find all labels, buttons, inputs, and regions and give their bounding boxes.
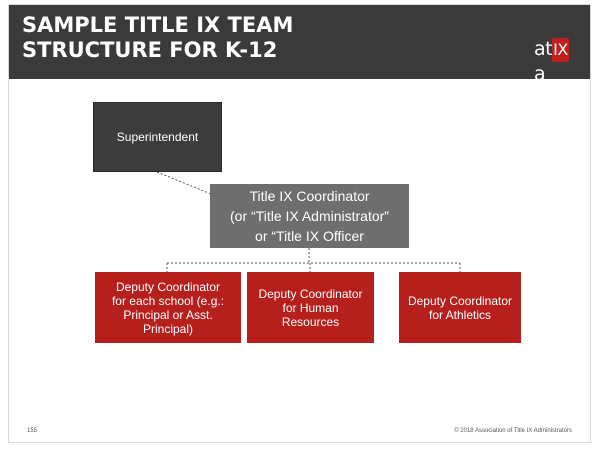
atixa-logo: atIX a bbox=[534, 37, 578, 85]
superintendent-box: Superintendent bbox=[93, 102, 222, 172]
logo-text-left: at bbox=[534, 38, 553, 60]
coordinator-label: Title IX Coordinator (or “Title IX Admin… bbox=[230, 188, 389, 244]
deputy-athletics-label: Deputy Coordinator for Athletics bbox=[407, 293, 513, 322]
copyright-text: © 2018 Association of Title IX Administr… bbox=[454, 428, 572, 434]
deputy-hr-label: Deputy Coordinator for Human Resources bbox=[258, 286, 363, 329]
title-ix-coordinator-box: Title IX Coordinator (or “Title IX Admin… bbox=[210, 184, 409, 248]
deputy-athletics-box: Deputy Coordinator for Athletics bbox=[399, 272, 521, 343]
title-bar: SAMPLE TITLE IX TEAM STRUCTURE FOR K-12 … bbox=[9, 5, 590, 85]
logo-text-right: a bbox=[534, 63, 546, 85]
slide: SAMPLE TITLE IX TEAM STRUCTURE FOR K-12 … bbox=[8, 4, 591, 443]
slide-title: SAMPLE TITLE IX TEAM STRUCTURE FOR K-12 bbox=[22, 13, 294, 62]
logo-ix-mark: IX bbox=[552, 38, 569, 62]
deputy-school-label: Deputy Coordinator for each school (e.g.… bbox=[111, 279, 225, 336]
deputy-hr-box: Deputy Coordinator for Human Resources bbox=[247, 272, 374, 343]
page-number: 155 bbox=[27, 428, 38, 434]
superintendent-label: Superintendent bbox=[116, 130, 199, 144]
deputy-school-box: Deputy Coordinator for each school (e.g.… bbox=[95, 272, 241, 343]
